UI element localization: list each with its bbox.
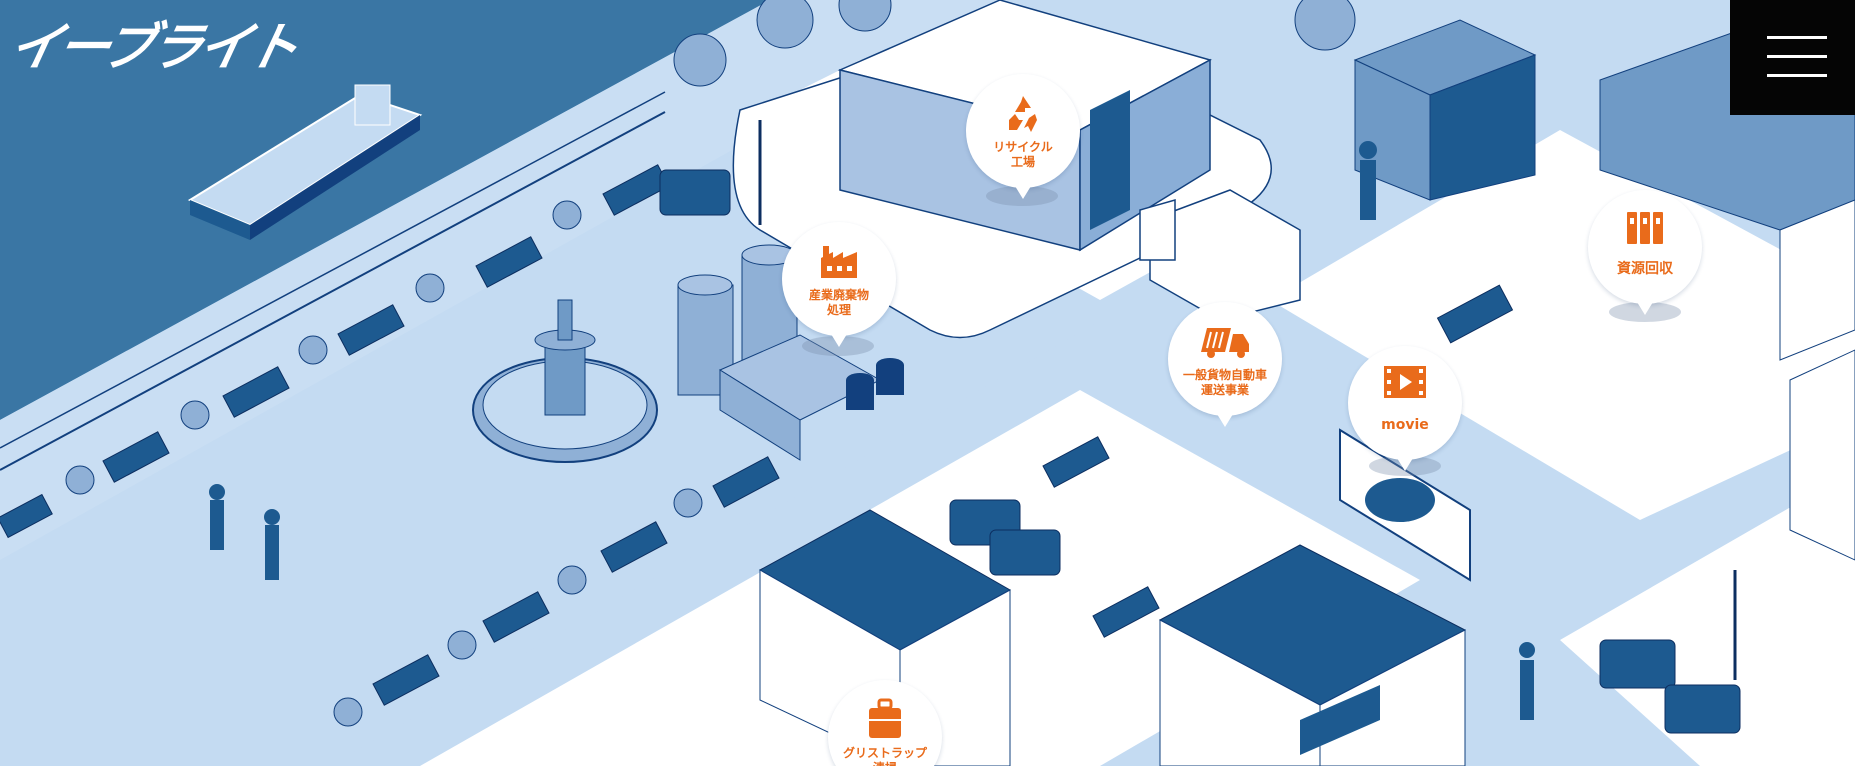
pin-label-line: 運送事業 [1200, 383, 1249, 397]
planters [65, 200, 703, 727]
white-truck [1139, 189, 1301, 321]
play-icon [1384, 366, 1426, 398]
pin-label-line: 処理 [826, 303, 851, 317]
truck-icon [1201, 328, 1249, 358]
pin-grease-trap[interactable]: グリストラップ 清掃 [828, 680, 942, 766]
binders-icon [1627, 212, 1663, 244]
billboard [1339, 428, 1471, 582]
trees [673, 0, 1356, 87]
pin-label-line: リサイクル [993, 140, 1053, 154]
pin-recycle-factory[interactable]: リサイクル 工場 [966, 74, 1080, 199]
dumpsters [659, 169, 1741, 734]
ship [187, 84, 423, 240]
briefcase-icon [869, 698, 901, 738]
pin-label-line: 産業廃棄物 [808, 288, 869, 302]
pin-label: 一般貨物自動車 運送事業 [1168, 368, 1282, 398]
pin-label: グリストラップ 清掃 [828, 746, 942, 766]
hamburger-bar [1767, 55, 1827, 58]
pin-label-line: movie [1381, 417, 1429, 433]
pin-industrial-waste[interactable]: 産業廃棄物 処理 [782, 222, 896, 347]
pin-label-line: 資源回収 [1617, 261, 1673, 277]
ramen-shop [1158, 544, 1467, 766]
pin-transport[interactable]: 一般貨物自動車 運送事業 [1168, 302, 1282, 427]
factory-icon [821, 246, 857, 278]
pin-label-line: 工場 [1010, 155, 1035, 169]
fountain [472, 299, 658, 463]
far-right-road [1560, 470, 1855, 766]
hamburger-menu-button[interactable] [1730, 0, 1855, 115]
pin-label-line: グリストラップ [842, 746, 927, 760]
company-logo[interactable]: イーブライト [3, 18, 302, 78]
pin-label-line: 一般貨物自動車 [1182, 368, 1267, 382]
pin-label: 産業廃棄物 処理 [782, 288, 896, 318]
pin-label: 資源回収 [1588, 262, 1702, 277]
promenade-fence [0, 111, 666, 471]
street-lamps [758, 120, 1737, 680]
benches [0, 164, 1514, 706]
recycle-icon [1009, 96, 1037, 132]
pin-resource-collection[interactable]: 資源回収 [1588, 190, 1702, 315]
pin-label: リサイクル 工場 [966, 140, 1080, 170]
right-road [1270, 130, 1855, 520]
pin-label: movie [1348, 418, 1462, 433]
hamburger-bar [1767, 74, 1827, 77]
factory-door [1090, 90, 1130, 230]
pin-movie[interactable]: movie [1348, 346, 1462, 471]
right-buildings [1353, 19, 1855, 561]
hamburger-menu-icon [1767, 36, 1827, 39]
people [209, 141, 1535, 720]
pin-label-line: 清掃 [828, 761, 942, 766]
